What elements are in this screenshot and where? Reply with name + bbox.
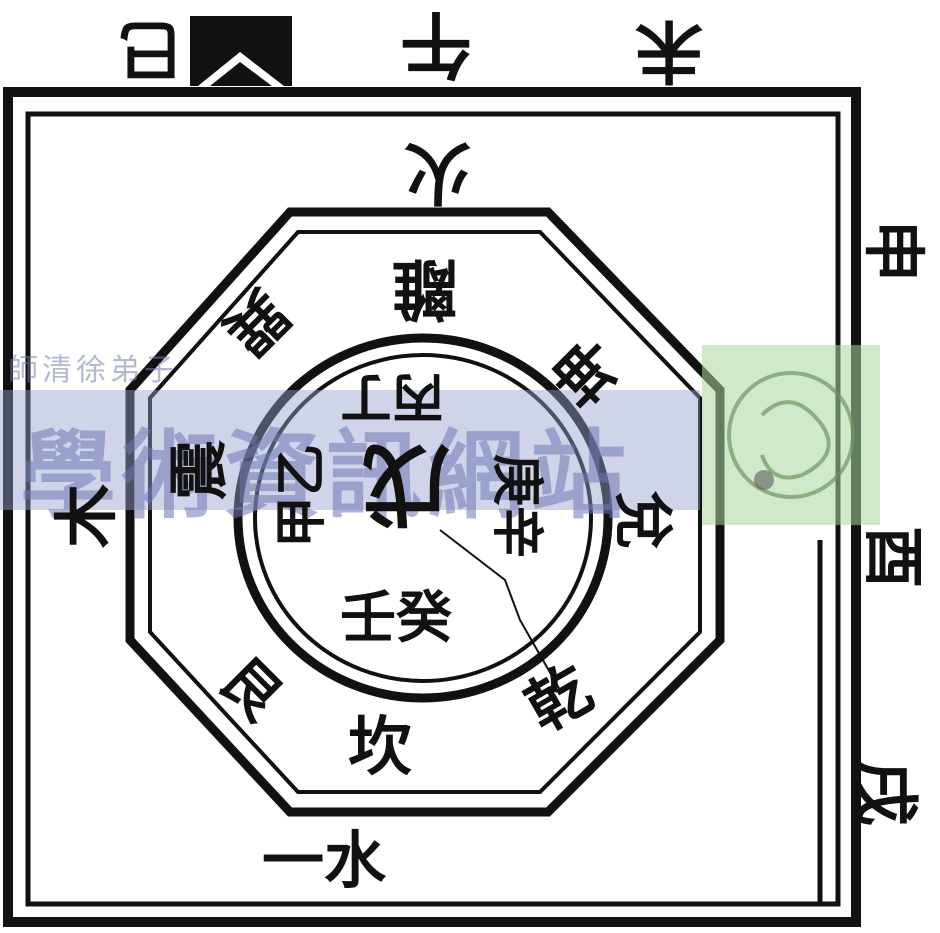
label-ren-gui: 壬癸 — [340, 585, 452, 651]
label-wu: 午 — [400, 2, 473, 87]
inner-circle-inner — [253, 353, 593, 683]
label-wood: 木 — [50, 484, 125, 548]
label-zhen: 震 — [165, 440, 235, 500]
label-bing-ding: 丙丁 — [340, 366, 445, 427]
label-wu-center: 戊 — [362, 432, 451, 536]
yin-yang-icon — [702, 345, 880, 525]
octagon-inner — [148, 230, 702, 794]
watermark-big-text: 學術資訊網站 — [20, 420, 632, 532]
label-xu: 戌 — [846, 760, 924, 826]
octagon-outer — [125, 207, 725, 817]
inner-circle-outer — [233, 333, 613, 703]
watermark-small-text: 師清徐弟子 — [8, 353, 178, 388]
watermark-band — [0, 390, 700, 510]
label-geng-xin: 庚辛 — [486, 453, 548, 559]
label-you: 酉 — [857, 525, 931, 589]
label-water-one: 一水 — [262, 824, 387, 897]
label-kan: 坎 — [348, 710, 412, 785]
label-jia-yi: 甲乙 — [271, 443, 333, 549]
label-dui: 兌 — [607, 490, 677, 550]
si-header-notch-inner — [210, 62, 272, 86]
label-fire: 火 — [404, 132, 473, 212]
label-si: 巳 — [118, 11, 182, 86]
label-li: 離 — [392, 250, 458, 328]
connector-line — [439, 529, 561, 691]
label-shen: 申 — [857, 219, 931, 283]
label-wei: 未 — [635, 10, 704, 90]
